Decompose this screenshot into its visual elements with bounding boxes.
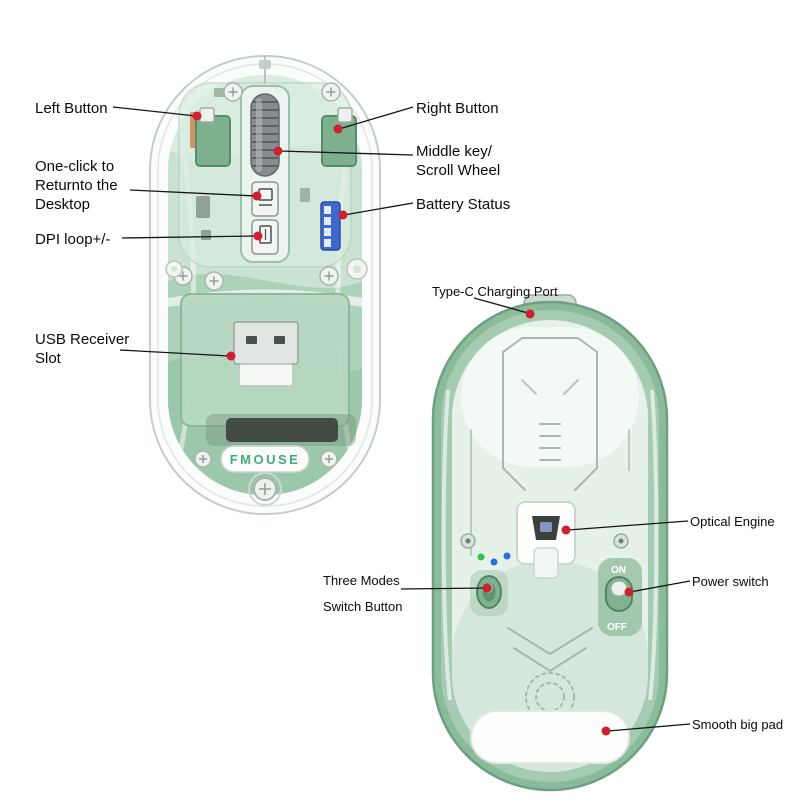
power-off-label: OFF bbox=[607, 622, 627, 633]
callout-label-dpi: DPI loop+/- bbox=[35, 231, 111, 248]
screw-icon bbox=[194, 450, 212, 468]
left-button-switch bbox=[190, 107, 231, 167]
shell-seam-clip bbox=[259, 60, 271, 69]
callout-label-pad: Smooth big pad bbox=[692, 717, 784, 732]
rim-highlight bbox=[441, 389, 452, 701]
standoff bbox=[165, 260, 183, 278]
callout-label-mode-switch-line2: Switch Button bbox=[323, 598, 403, 614]
glossy-top bbox=[461, 327, 639, 467]
scroll-wheel bbox=[240, 85, 290, 263]
callout-dot-dpi bbox=[253, 231, 263, 241]
callout-line-one-click bbox=[129, 189, 257, 197]
callout-dot-usb bbox=[226, 351, 236, 361]
callout-label-middle-key-line2: Scroll Wheel bbox=[416, 162, 501, 180]
led-blue-icon bbox=[490, 558, 498, 566]
callout-label-mode-switch: Three Modes Switch Button bbox=[323, 573, 403, 616]
callout-label-one-click: One-click to Returnto the Desktop bbox=[35, 157, 118, 215]
battery-connector bbox=[320, 201, 341, 251]
callout-dot-type-c bbox=[525, 309, 535, 319]
ic-chip bbox=[201, 230, 211, 240]
callout-line-pad bbox=[607, 723, 691, 732]
mouse-top-view: FMOUSE bbox=[149, 55, 381, 515]
brand-badge: FMOUSE bbox=[220, 445, 310, 473]
callout-label-middle-key-line1: Middle key/ bbox=[416, 143, 492, 160]
callout-label-right-button: Right Button bbox=[416, 100, 499, 117]
callout-label-battery: Battery Status bbox=[416, 196, 511, 213]
ic-chip bbox=[214, 88, 226, 97]
callout-label-one-click-line3: Desktop bbox=[35, 196, 91, 214]
battery bbox=[226, 418, 338, 442]
callout-line-optical bbox=[567, 520, 689, 531]
callout-dot-pad bbox=[601, 726, 611, 736]
screw-icon bbox=[204, 271, 224, 291]
callout-label-type-c: Type-C Charging Port bbox=[432, 284, 558, 299]
callout-label-one-click-line2: Returnto the bbox=[35, 177, 118, 195]
screw-icon bbox=[319, 266, 339, 286]
callout-line-dpi bbox=[121, 235, 257, 239]
callout-label-mode-switch-line1: Three Modes bbox=[323, 573, 400, 588]
ic-chip bbox=[300, 188, 310, 202]
brand-text: FMOUSE bbox=[230, 452, 301, 467]
callout-dot-one-click bbox=[252, 191, 262, 201]
screw-icon bbox=[223, 82, 243, 102]
optical-sensor bbox=[516, 501, 576, 579]
led-green-icon bbox=[477, 553, 485, 561]
callout-dot-mode-switch bbox=[482, 583, 492, 593]
standoff bbox=[346, 258, 368, 280]
callout-label-usb-line1: USB Receiver bbox=[35, 331, 130, 348]
callout-dot-power bbox=[624, 587, 634, 597]
screw-hole bbox=[613, 533, 629, 549]
callout-label-one-click-line1: One-click to bbox=[35, 158, 115, 175]
desktop-return-button bbox=[251, 181, 279, 217]
usb-receiver bbox=[180, 293, 350, 427]
callout-label-usb-line2: Slot bbox=[35, 350, 61, 368]
power-on-label: ON bbox=[611, 565, 626, 576]
callout-line-left-button bbox=[112, 106, 197, 117]
callout-label-middle-key: Middle key/ Scroll Wheel bbox=[416, 142, 500, 180]
callout-line-usb bbox=[119, 349, 230, 357]
callout-line-right-button bbox=[338, 106, 414, 130]
callout-line-type-c bbox=[473, 297, 529, 314]
right-button-switch bbox=[321, 107, 357, 167]
callout-dot-right-button bbox=[333, 124, 343, 134]
callout-line-middle-key bbox=[278, 150, 414, 156]
callout-dot-battery bbox=[338, 210, 348, 220]
smooth-pad bbox=[470, 710, 630, 764]
mouse-bottom-view: ON OFF bbox=[431, 294, 669, 792]
led-blue-icon bbox=[503, 552, 511, 560]
callout-line-mode-switch bbox=[400, 587, 488, 590]
callout-label-usb: USB Receiver Slot bbox=[35, 330, 129, 368]
callout-dots bbox=[192, 111, 634, 736]
power-switch: ON OFF bbox=[598, 558, 642, 636]
callout-dot-left-button bbox=[192, 111, 202, 121]
callout-label-power: Power switch bbox=[692, 574, 769, 589]
callout-lines bbox=[112, 106, 691, 732]
dpi-button bbox=[251, 219, 279, 255]
callout-line-battery bbox=[343, 202, 414, 216]
callout-dot-middle-key bbox=[273, 146, 283, 156]
mode-switch-button bbox=[470, 570, 508, 616]
rim-highlight bbox=[648, 389, 659, 701]
callout-label-optical: Optical Engine bbox=[690, 514, 775, 529]
screw-hole bbox=[460, 533, 476, 549]
bottom-screw bbox=[248, 472, 282, 506]
ic-chip bbox=[196, 196, 210, 218]
screw-icon bbox=[321, 82, 341, 102]
callout-label-left-button: Left Button bbox=[35, 100, 108, 117]
screw-icon bbox=[320, 450, 338, 468]
callout-dot-optical bbox=[561, 525, 571, 535]
callout-line-power bbox=[629, 580, 691, 593]
